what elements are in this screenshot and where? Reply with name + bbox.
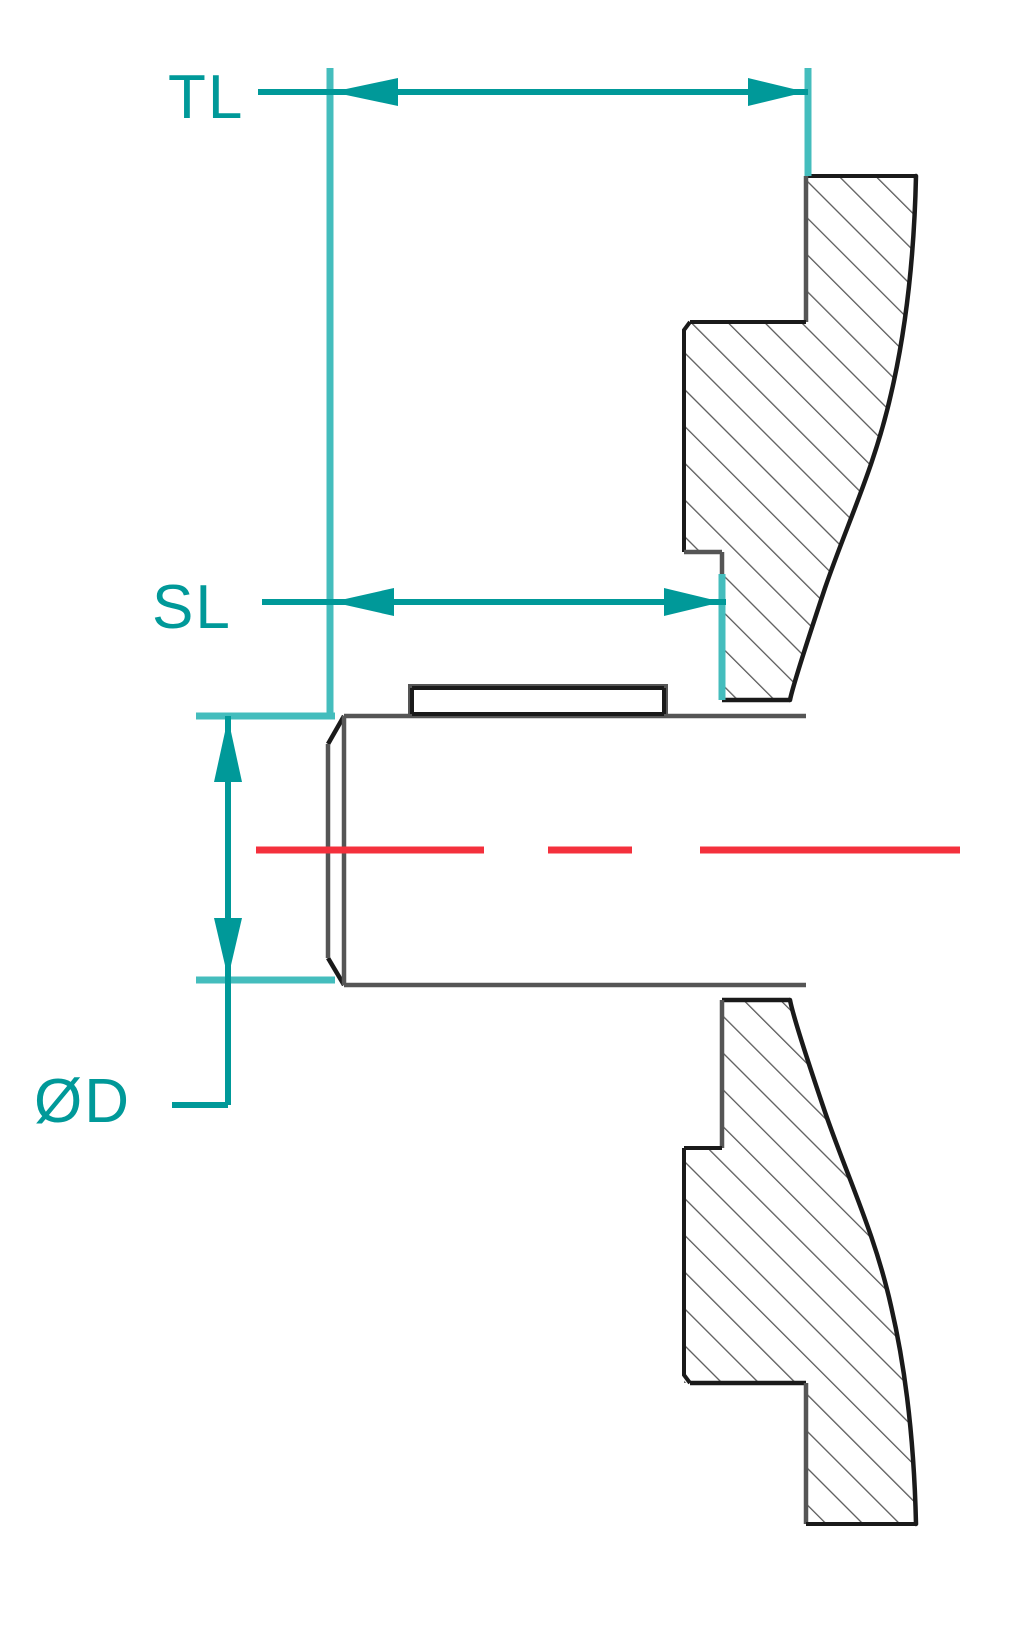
dimension-sl[interactable]: SL bbox=[152, 573, 726, 700]
housing-lower-break-line bbox=[787, 997, 919, 1527]
sl-label: SL bbox=[152, 573, 232, 642]
housing-lower-left-face bbox=[682, 1148, 692, 1385]
housing-upper-left-face bbox=[682, 320, 692, 552]
od-arrow-bottom bbox=[214, 918, 242, 978]
dimension-tl[interactable]: TL bbox=[168, 63, 812, 718]
sl-arrow-right bbox=[664, 588, 722, 616]
tl-label: TL bbox=[168, 63, 244, 132]
shaft-chamfer-top bbox=[326, 714, 346, 746]
sl-arrow-left bbox=[332, 588, 394, 616]
tl-arrow-left bbox=[332, 78, 398, 106]
housing-lower bbox=[682, 997, 919, 1527]
housing-lower-hatch bbox=[684, 1000, 916, 1524]
key bbox=[408, 684, 668, 718]
housing-upper-hatch bbox=[684, 176, 916, 700]
shaft-chamfer-bottom bbox=[326, 956, 346, 987]
tl-arrow-right bbox=[748, 78, 806, 106]
od-arrow-top bbox=[214, 718, 242, 782]
housing-upper-break-line bbox=[787, 173, 919, 703]
dimension-od[interactable]: ØD bbox=[34, 712, 335, 1136]
housing-upper bbox=[682, 173, 919, 703]
key-outline bbox=[408, 684, 668, 718]
od-label: ØD bbox=[34, 1067, 131, 1136]
